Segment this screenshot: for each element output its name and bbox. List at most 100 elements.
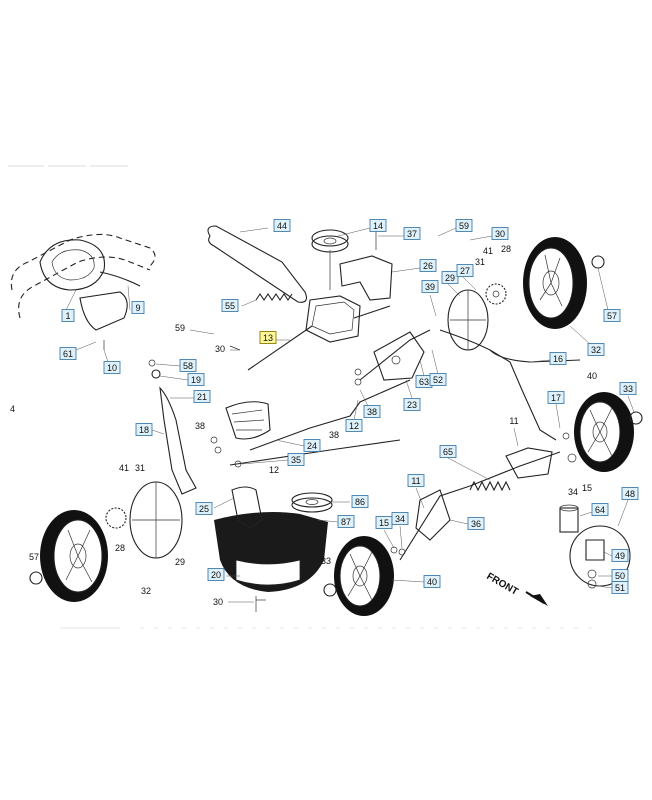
- part-label-12: 12: [345, 399, 363, 432]
- part-number: 14: [373, 221, 383, 231]
- part-label-86: 86: [332, 495, 369, 508]
- part-number: 25: [199, 504, 209, 514]
- part-number: 20: [211, 570, 221, 580]
- part-label-16: 16: [529, 352, 567, 365]
- part-label-41: 41: [119, 463, 129, 473]
- lower-pulley: [291, 492, 333, 513]
- part-number: 37: [407, 229, 417, 239]
- rear-wheel-left: [29, 510, 108, 602]
- part-number: 63: [419, 377, 429, 387]
- front-direction-arrow: FRONT: [485, 571, 548, 606]
- part-label-37: 37: [378, 227, 421, 240]
- part-label-40: 40: [587, 371, 597, 381]
- part-label-40: 40: [391, 575, 441, 588]
- part-label-34: 34: [568, 487, 578, 497]
- part-number: 48: [625, 489, 635, 499]
- part-label-32: 32: [569, 325, 605, 356]
- part-label-87: 87: [317, 515, 355, 528]
- part-number: 26: [423, 261, 433, 271]
- transmission: [247, 295, 391, 371]
- part-number: 32: [141, 586, 151, 596]
- part-label-18: 18: [135, 423, 165, 436]
- part-label-36: 36: [449, 517, 485, 530]
- part-number: 15: [582, 483, 592, 493]
- part-number: 13: [263, 333, 273, 343]
- part-label-30: 30: [213, 597, 254, 607]
- part-number: 34: [395, 514, 405, 524]
- part-number: 59: [459, 221, 469, 231]
- front-axle: [399, 447, 561, 561]
- part-label-23: 23: [403, 379, 421, 411]
- part-label-15: 15: [582, 483, 592, 493]
- part-label-31: 31: [475, 257, 485, 267]
- part-number: 38: [367, 407, 377, 417]
- part-number: 21: [197, 392, 207, 402]
- part-number: 87: [341, 517, 351, 527]
- part-number: 12: [349, 421, 359, 431]
- part-number: 11: [411, 476, 420, 486]
- drive-disk-left: [105, 481, 183, 559]
- part-number: 19: [191, 375, 201, 385]
- fasteners: [148, 230, 577, 601]
- drive-belt: [207, 225, 307, 303]
- part-number: 51: [615, 583, 625, 593]
- part-number: 34: [568, 487, 578, 497]
- part-label-27: 27: [456, 264, 477, 291]
- part-number: 28: [115, 543, 125, 553]
- part-label-61: 61: [59, 341, 97, 360]
- spring: [255, 293, 293, 301]
- handle-bar-right: [439, 329, 581, 441]
- part-label-19: 19: [159, 373, 205, 386]
- part-label-48: 48: [617, 487, 639, 527]
- part-label-25: 25: [195, 497, 235, 515]
- part-number: 58: [183, 361, 193, 371]
- part-label-33: 33: [321, 556, 331, 566]
- part-number: 52: [433, 375, 443, 385]
- part-label-10: 10: [103, 349, 121, 374]
- part-number: 38: [195, 421, 205, 431]
- part-label-11: 11: [407, 474, 425, 509]
- part-number: 17: [551, 393, 561, 403]
- part-number: 59: [175, 323, 185, 333]
- part-label-26: 26: [391, 259, 437, 273]
- part-number: 50: [615, 571, 625, 581]
- part-number: 32: [591, 345, 601, 355]
- part-number: 24: [307, 441, 317, 451]
- part-label-65: 65: [439, 445, 491, 481]
- height-bracket: [373, 331, 425, 381]
- part-label-58: 58: [155, 359, 197, 372]
- part-label-38: 38: [359, 389, 381, 418]
- part-label-38: 38: [329, 430, 339, 440]
- front-label: FRONT: [485, 571, 520, 598]
- part-number: 39: [425, 282, 435, 292]
- part-number: 16: [553, 354, 563, 364]
- part-label-9: 9: [127, 285, 145, 314]
- part-number: 1: [65, 311, 70, 321]
- part-number: 57: [29, 552, 39, 562]
- rear-deflector: [214, 486, 328, 612]
- part-number: 10: [107, 363, 117, 373]
- part-number: 15: [379, 518, 389, 528]
- part-label-20: 20: [207, 568, 240, 581]
- part-label-33: 33: [619, 382, 637, 413]
- gear-cover: [225, 401, 271, 440]
- part-number: 28: [501, 244, 511, 254]
- part-number: 30: [215, 344, 225, 354]
- part-number: 29: [175, 557, 185, 567]
- part-label-34: 34: [391, 512, 409, 549]
- part-label-13: 13: [259, 331, 290, 344]
- part-number: 55: [225, 301, 235, 311]
- part-label-29: 29: [441, 271, 461, 297]
- part-number: 31: [135, 463, 145, 473]
- part-number: 11: [509, 416, 518, 426]
- part-number: 38: [329, 430, 339, 440]
- part-number: 12: [269, 465, 279, 475]
- part-label-31: 31: [135, 463, 145, 473]
- part-number: 31: [475, 257, 485, 267]
- part-label-55: 55: [221, 299, 257, 312]
- rear-wheel-right: [523, 237, 587, 329]
- part-label-57: 57: [597, 267, 621, 322]
- part-label-35: 35: [241, 453, 305, 466]
- part-label-38: 38: [195, 421, 205, 431]
